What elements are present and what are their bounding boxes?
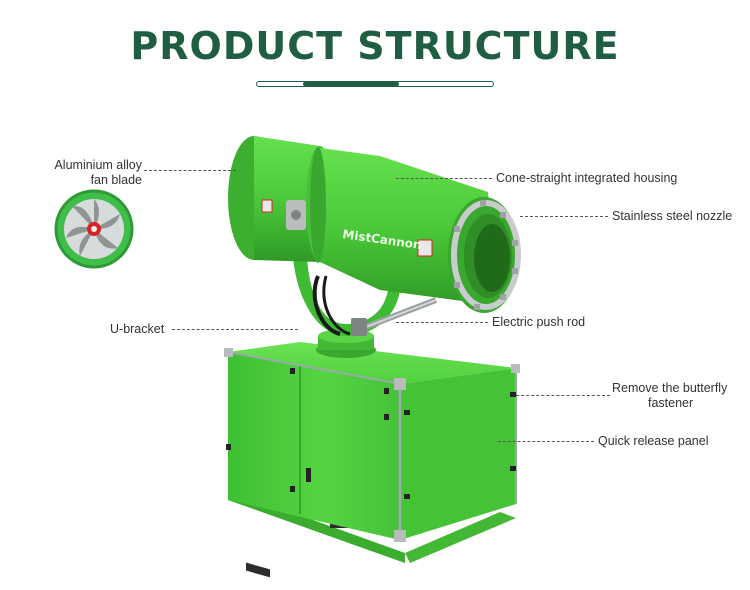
leader-housing (396, 178, 492, 179)
callout-fan-blade-line2: fan blade (90, 173, 142, 187)
warning-sticker-icon (261, 199, 273, 213)
callout-fan-blade-line1: Aluminium alloy (54, 158, 142, 172)
leader-push-rod (396, 322, 488, 323)
callout-fan-blade: Aluminium alloy fan blade (30, 158, 142, 188)
title-underline (256, 81, 494, 87)
box-right-face (400, 368, 516, 540)
electric-push-rod (351, 297, 438, 336)
box-top (228, 342, 516, 384)
butterfly-fasteners (226, 368, 516, 499)
title-underline-accent (303, 82, 399, 86)
barrel-rear (254, 136, 320, 262)
fan-blade-inset (54, 189, 134, 269)
leader-fastener (516, 395, 610, 396)
u-bracket (291, 220, 400, 336)
callout-housing: Cone-straight integrated housing (496, 171, 678, 185)
leader-quick-release (498, 441, 594, 442)
stainless-steel-nozzle (448, 197, 521, 313)
callout-fastener-line2: fastener (648, 396, 694, 410)
page-title: PRODUCT STRUCTURE (130, 24, 620, 68)
callout-quick-release: Quick release panel (598, 434, 709, 448)
callout-nozzle: Stainless steel nozzle (612, 209, 733, 223)
leader-nozzle (520, 216, 608, 217)
callout-fastener-line1: Remove the butterfly (612, 381, 728, 395)
leader-fan-blade (144, 170, 236, 171)
leader-u-bracket (172, 329, 298, 330)
callout-u-bracket: U-bracket (110, 322, 165, 336)
fan-blade-icon (66, 199, 120, 256)
callout-push-rod: Electric push rod (492, 315, 586, 329)
box-left-face (228, 352, 400, 540)
callout-fastener: Remove the butterfly fastener (612, 381, 727, 411)
